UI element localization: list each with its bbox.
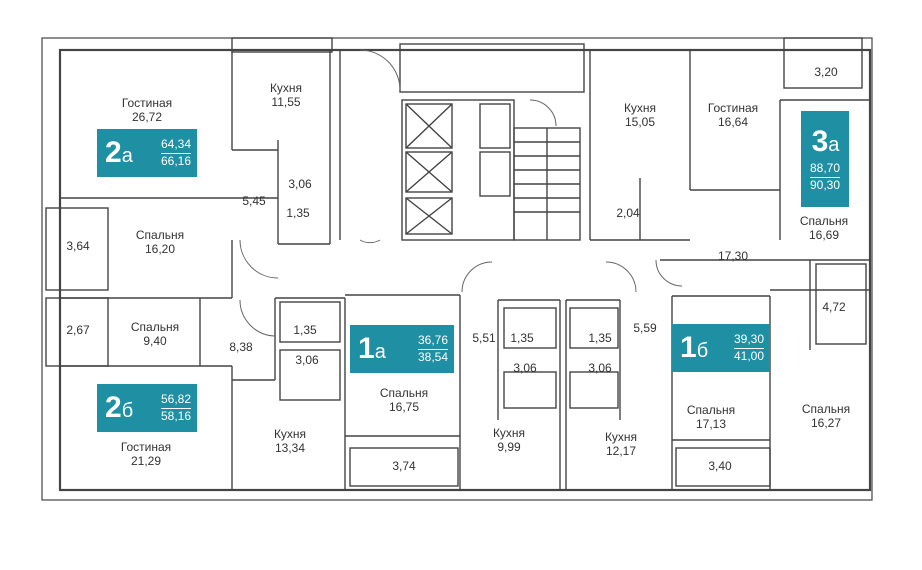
area-wc-1a: 1,35 bbox=[510, 331, 534, 345]
area-bath-1b: 3,06 bbox=[588, 361, 612, 375]
area-hall-2a: 5,45 bbox=[242, 194, 266, 208]
balcony-top-right bbox=[783, 37, 863, 89]
area-balcony-3a: 3,20 bbox=[814, 65, 838, 79]
balcony-left-1 bbox=[45, 207, 109, 291]
area-hall-1a: 5,51 bbox=[472, 331, 496, 345]
balcony-bottom-1a bbox=[349, 447, 459, 487]
area-balcony-1a: 3,74 bbox=[392, 459, 416, 473]
elevator-core bbox=[401, 99, 515, 241]
area-hall-1b: 5,59 bbox=[633, 321, 657, 335]
area-wc-3a: 2,04 bbox=[616, 206, 640, 220]
area-bath-3a: 4,72 bbox=[822, 300, 846, 314]
balcony-top-left bbox=[231, 37, 333, 53]
area-bath-2b: 3,06 bbox=[295, 353, 319, 367]
area-balcony-left-1: 3,64 bbox=[66, 239, 90, 253]
area-bath-2a: 3,06 bbox=[288, 177, 312, 191]
area-wc-2a: 1,35 bbox=[286, 206, 310, 220]
outer-wall bbox=[41, 37, 873, 501]
area-wc-2b: 1,35 bbox=[293, 323, 317, 337]
area-bath-1a: 3,06 bbox=[513, 361, 537, 375]
area-balcony-1b: 3,40 bbox=[708, 459, 732, 473]
area-wc-1b: 1,35 bbox=[588, 331, 612, 345]
area-hall-2b: 8,38 bbox=[229, 340, 253, 354]
area-balcony-left-2: 2,67 bbox=[66, 323, 90, 337]
area-hall-3a: 17,30 bbox=[717, 249, 749, 263]
